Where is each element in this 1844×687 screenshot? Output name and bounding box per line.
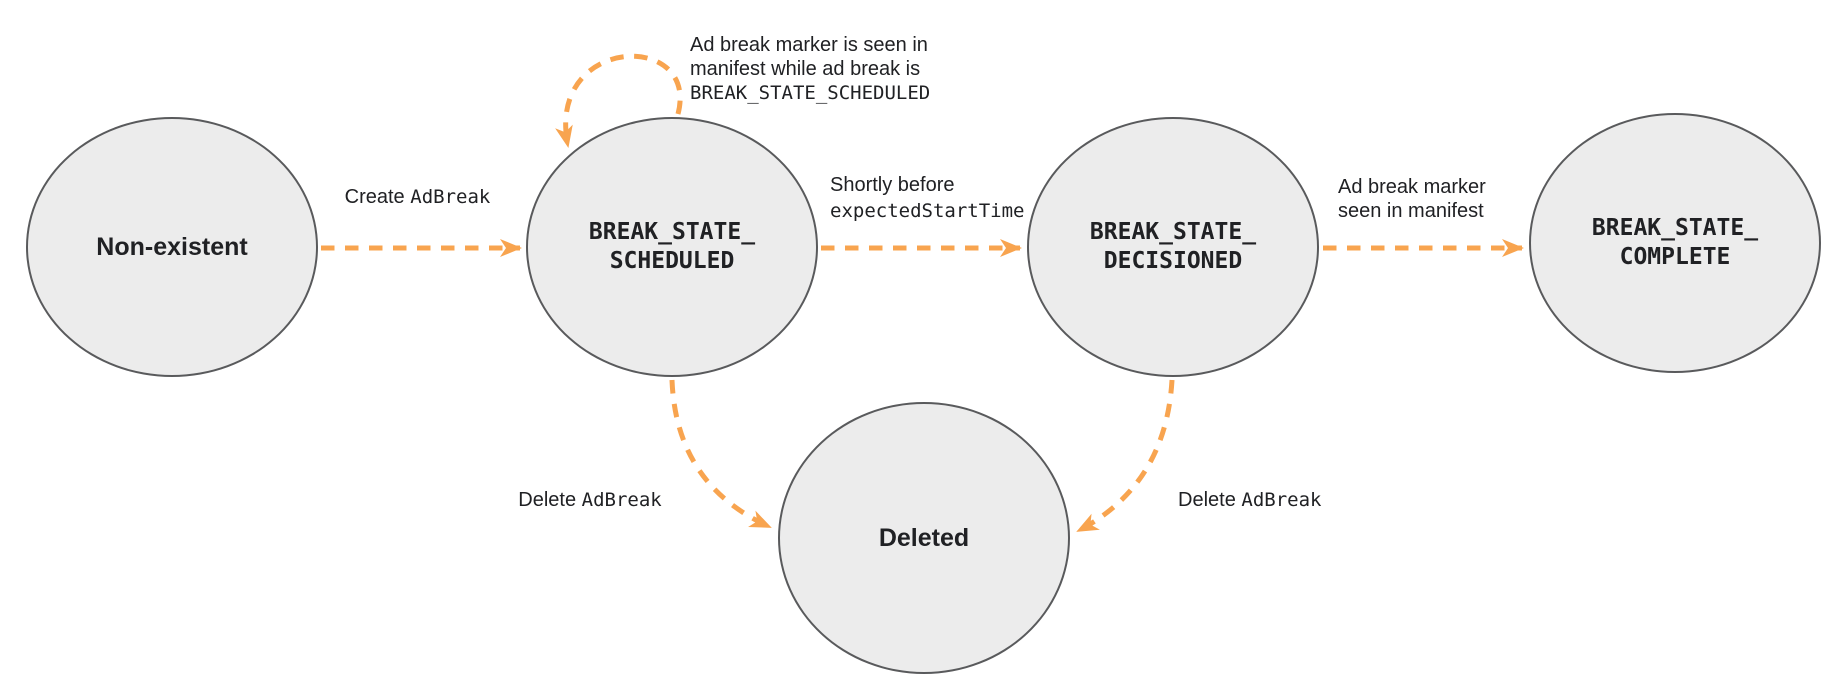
edge-label-code: AdBreak: [410, 186, 491, 208]
edge-label-text: Delete: [518, 489, 577, 511]
edge-label-text-line2: manifest while ad break is: [690, 58, 921, 80]
edge-label-code: AdBreak: [1241, 489, 1322, 511]
edge-label-code: expectedStartTime: [830, 200, 1025, 222]
edge-label-marker-seen: Ad break marker seen in manifest: [1338, 175, 1486, 223]
edge-label-self-loop: Ad break marker is seen in manifest whil…: [690, 33, 930, 105]
state-node-non-existent: Non-existent: [26, 117, 318, 377]
edge-label-text-line2: seen in manifest: [1338, 200, 1484, 222]
state-label-line2: DECISIONED: [1103, 248, 1243, 274]
state-label: Deleted: [878, 524, 970, 552]
state-label-line1: BREAK_STATE_: [1089, 219, 1257, 245]
state-node-break-state-complete: BREAK_STATE_ COMPLETE: [1529, 113, 1821, 373]
state-label-line2: COMPLETE: [1619, 244, 1731, 270]
state-node-break-state-scheduled: BREAK_STATE_ SCHEDULED: [526, 117, 818, 377]
edge-label-shortly-before: Shortly before expectedStartTime: [830, 172, 1024, 224]
edge-label-text: Delete: [1178, 489, 1236, 511]
edge-label-text-line1: Ad break marker: [1338, 176, 1486, 198]
edge-scheduled-to-deleted: [669, 379, 772, 530]
edge-label-text-line1: Ad break marker is seen in: [690, 34, 928, 56]
edge-label-code: AdBreak: [581, 489, 662, 511]
edge-label-text: Shortly before: [830, 174, 955, 196]
edge-label-text: Create: [344, 186, 405, 208]
state-label-line1: BREAK_STATE_: [588, 219, 756, 245]
state-label-line2: SCHEDULED: [609, 248, 735, 274]
state-node-break-state-decisioned: BREAK_STATE_ DECISIONED: [1027, 117, 1319, 377]
state-label: Non-existent: [96, 233, 248, 261]
edge-label-code: BREAK_STATE_SCHEDULED: [690, 82, 931, 104]
state-node-deleted: Deleted: [778, 402, 1070, 674]
edge-self-loop-scheduled: [555, 53, 683, 148]
edge-decisioned-to-deleted: [1076, 379, 1175, 534]
state-label-line1: BREAK_STATE_: [1591, 215, 1759, 241]
